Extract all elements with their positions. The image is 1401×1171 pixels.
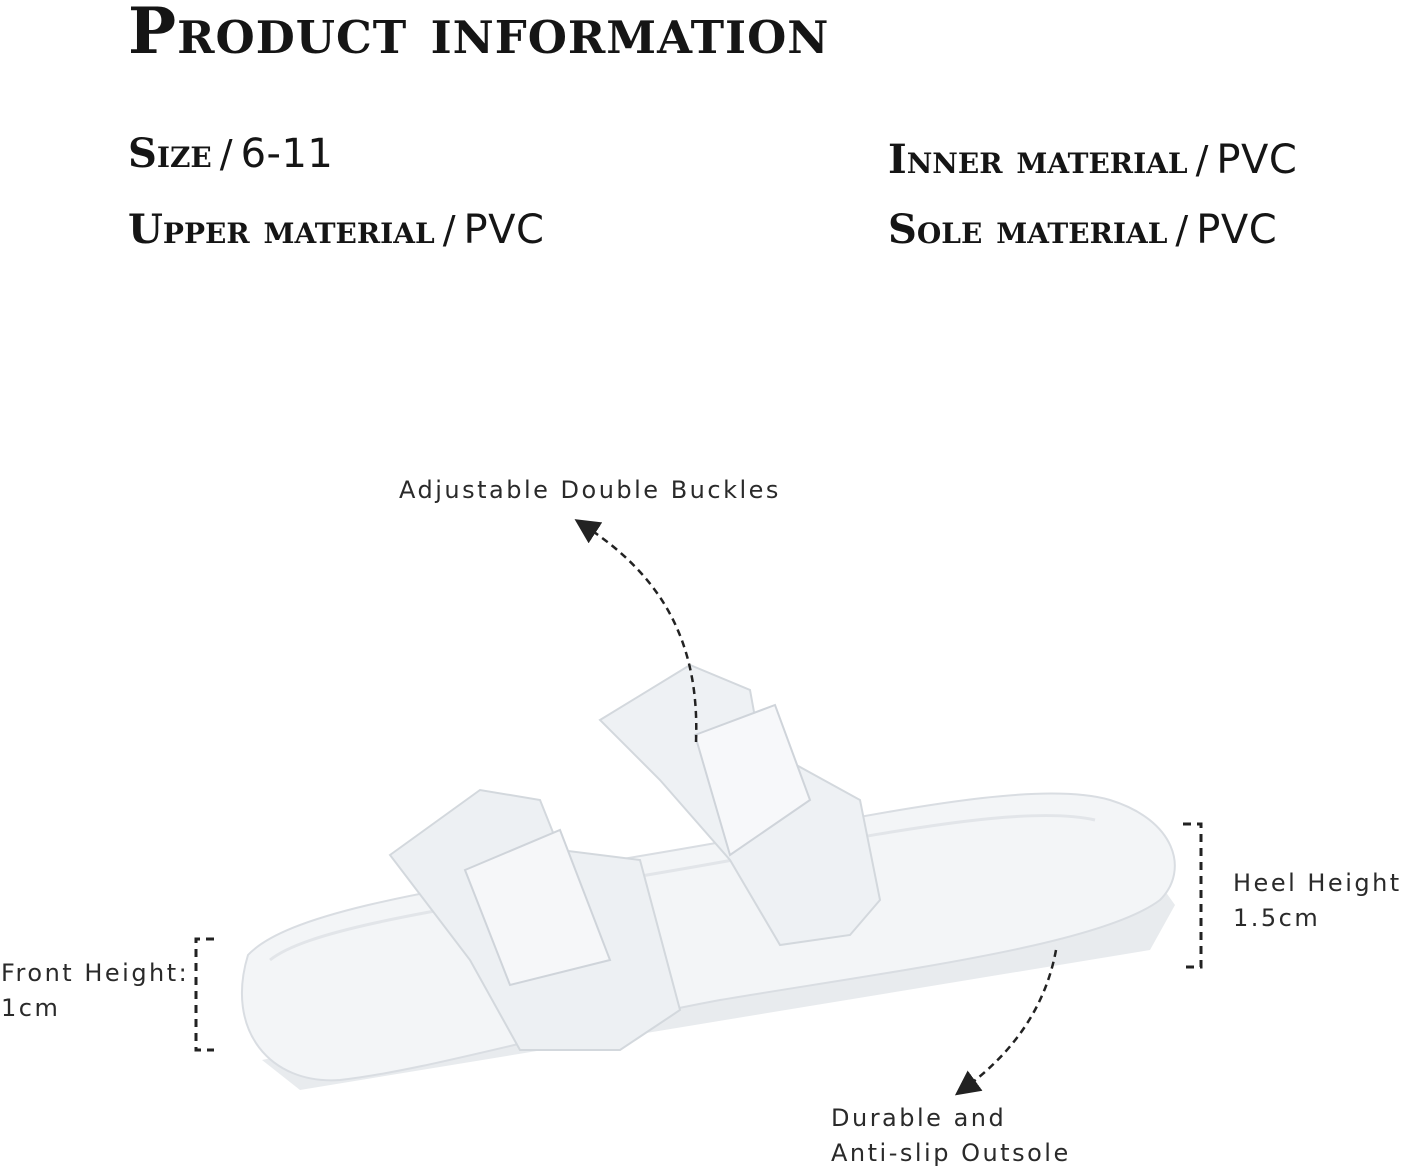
spec-sole-label: Sole material: [888, 206, 1168, 253]
page-title: Product information: [128, 0, 830, 69]
front-height-value: 1cm: [1, 994, 61, 1022]
front-height-label: Front Height:: [1, 959, 190, 987]
spec-upper-separator: /: [442, 208, 456, 252]
spec-inner-label: Inner material: [888, 136, 1188, 183]
front-height-annotation: Front Height: 1cm: [1, 956, 189, 1026]
outsole-annotation: Durable and Anti-slip Outsole: [831, 1101, 1071, 1171]
sandal-image: [241, 663, 1176, 1090]
outsole-arrow: [954, 949, 1058, 1096]
spec-upper-label: Upper material: [128, 206, 435, 253]
spec-upper-material: Upper material/PVC: [128, 206, 544, 253]
heel-height-bracket: [1183, 822, 1203, 969]
spec-upper-value: PVC: [463, 207, 545, 253]
heel-height-label: Heel Height:: [1233, 869, 1401, 897]
spec-sole-material: Sole material/PVC: [888, 206, 1277, 253]
outsole-line-1: Durable and: [831, 1104, 1007, 1132]
spec-size-separator: /: [219, 132, 233, 176]
buckles-annotation: Adjustable Double Buckles: [399, 476, 781, 504]
spec-size-label: Size: [128, 130, 212, 177]
outsole-line-2: Anti-slip Outsole: [831, 1139, 1071, 1167]
spec-sole-value: PVC: [1196, 207, 1278, 253]
heel-height-value: 1.5cm: [1233, 904, 1321, 932]
buckles-arrow: [574, 519, 698, 743]
spec-size-value: 6-11: [240, 131, 334, 177]
spec-size: Size/6-11: [128, 130, 333, 177]
front-height-bracket: [194, 937, 214, 1052]
spec-inner-separator: /: [1195, 138, 1209, 182]
heel-height-annotation: Heel Height: 1.5cm: [1233, 866, 1401, 936]
spec-inner-value: PVC: [1216, 137, 1298, 183]
spec-inner-material: Inner material/PVC: [888, 136, 1297, 183]
spec-sole-separator: /: [1175, 208, 1189, 252]
